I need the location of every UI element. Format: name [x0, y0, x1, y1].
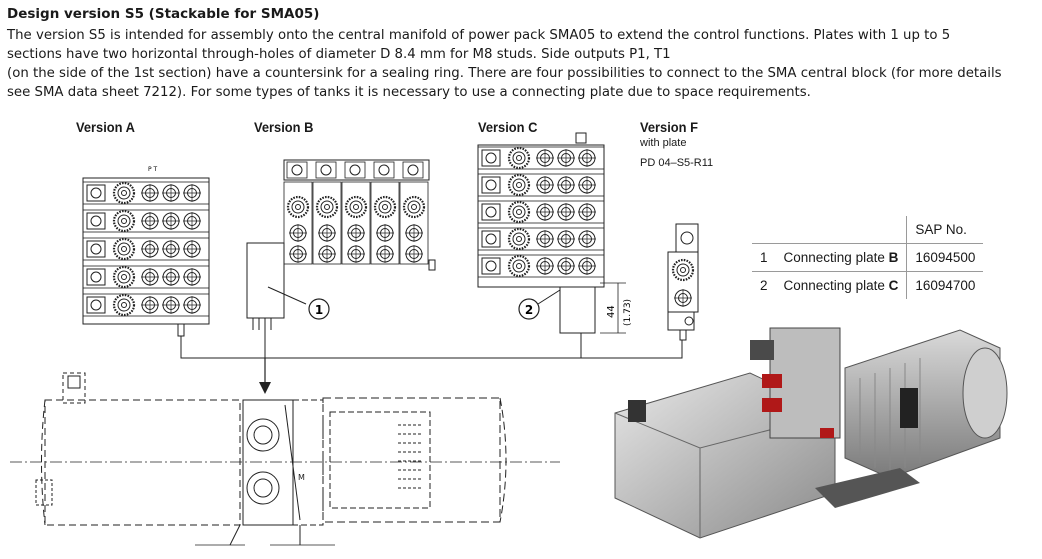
paragraph-line: (on the side of the 1st section) have a … — [7, 66, 1002, 81]
version-b-drawing: 1 — [246, 159, 436, 330]
table-row: 1 Connecting plate B 16094500 — [752, 243, 984, 272]
version-f-drawing — [667, 223, 699, 341]
version-a-drawing: P T — [82, 166, 210, 337]
row-description: Connecting plate C — [775, 271, 908, 299]
version-f-part-number: PD 04–S5-R11 — [640, 157, 714, 169]
paragraph-line: see SMA data sheet 7212). For some types… — [7, 85, 811, 100]
row-sap-number: 16094700 — [906, 271, 984, 299]
version-a-label: Version A — [76, 119, 135, 135]
row-index: 2 — [752, 271, 776, 299]
paragraph-line: The version S5 is intended for assembly … — [7, 28, 951, 43]
sap-table: SAP No. 1 Connecting plate B 16094500 2 … — [752, 216, 984, 299]
version-f-label: Version F — [640, 119, 698, 135]
power-pack-photo — [614, 327, 1008, 539]
row-index: 1 — [752, 243, 776, 272]
version-c-drawing: 44 (1.73) 2 — [477, 132, 633, 334]
version-b-label: Version B — [254, 119, 314, 135]
row-sap-number: 16094500 — [906, 243, 984, 272]
dimension-mm: 44 — [606, 305, 617, 318]
pt-label: P T — [148, 166, 158, 173]
version-c-label: Version C — [478, 119, 538, 135]
callout-2: 2 — [525, 303, 533, 317]
section-heading: Design version S5 (Stackable for SMA05) — [7, 6, 320, 22]
paragraph-line: sections have two horizontal through-hol… — [7, 47, 671, 62]
table-row: 2 Connecting plate C 16094700 — [752, 271, 984, 299]
callout-1: 1 — [315, 303, 323, 317]
tank-drawing: M — [10, 372, 560, 546]
row-description: Connecting plate B — [775, 243, 908, 272]
version-f-subtitle: with plate — [640, 137, 687, 149]
m-label: M — [298, 473, 305, 482]
sap-header: SAP No. — [915, 222, 967, 237]
description-paragraph: The version S5 is intended for assembly … — [7, 26, 1037, 102]
dimension-inch: (1.73) — [623, 299, 633, 326]
